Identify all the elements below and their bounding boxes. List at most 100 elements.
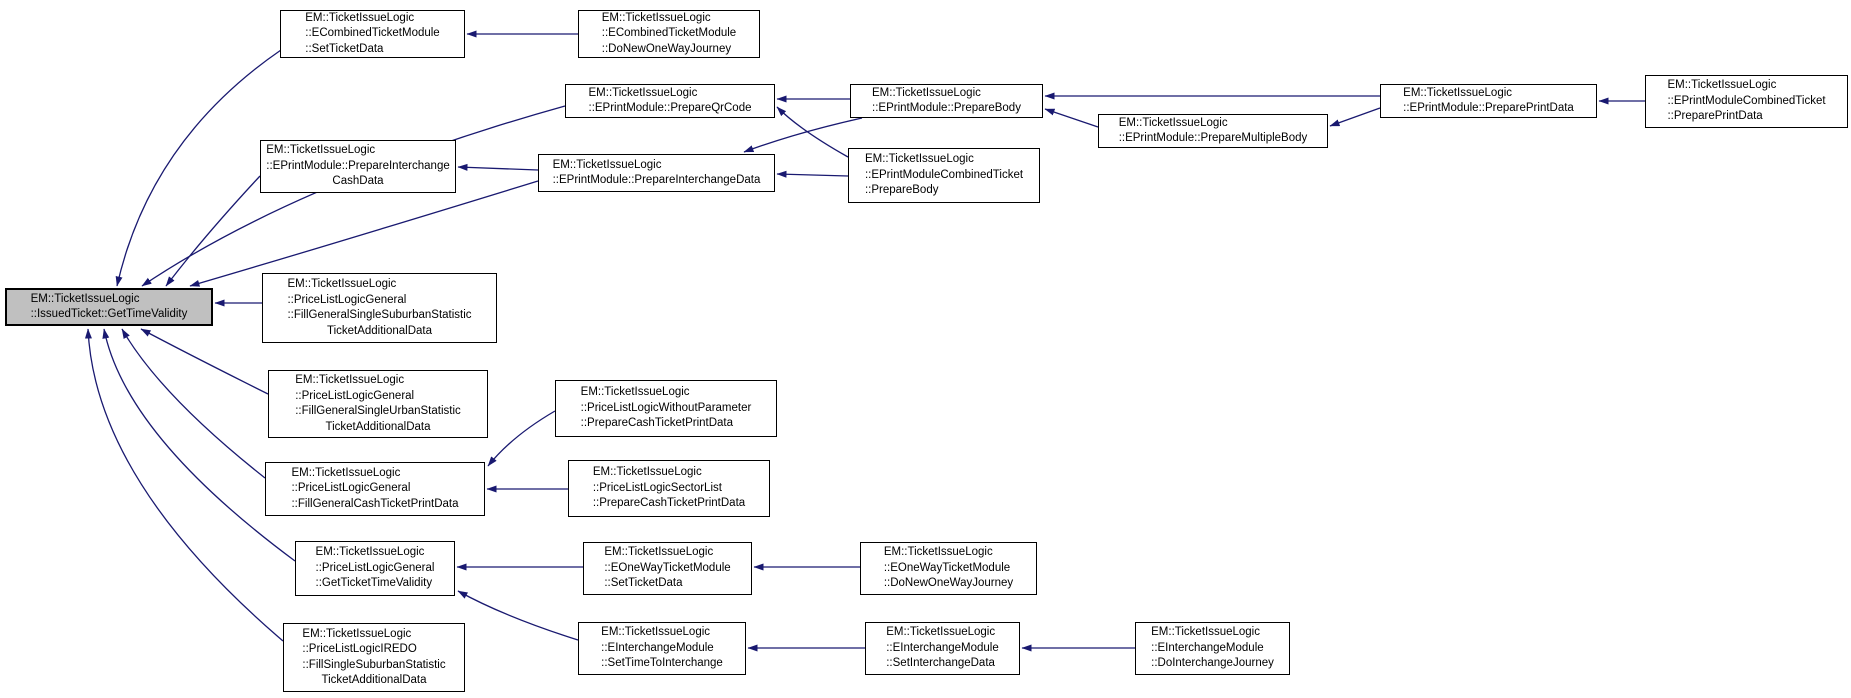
graph-node-eoneway-do-new-one-way-journey[interactable]: EM::TicketIssueLogic::EOneWayTicketModul… xyxy=(860,542,1037,595)
call-edge-eprint-prepare-qr-code--to--issued-ticket-get-time-validity xyxy=(141,105,566,287)
node-label-line: ::PriceListLogicSectorList xyxy=(592,481,722,494)
node-label-line: ::EOneWayTicketModule xyxy=(883,561,1011,574)
node-label-line: EM::TicketIssueLogic xyxy=(592,466,702,479)
node-label-line: ::EPrintModule::PrepareMultipleBody xyxy=(1118,132,1308,144)
graph-node-iredo-fill-single-suburban-statistic[interactable]: EM::TicketIssueLogic::PriceListLogicIRED… xyxy=(283,623,465,692)
call-edge-eprint-prepare-multiple-body--to--eprint-prepare-body xyxy=(1044,108,1099,128)
node-label-line: TicketAdditionalData xyxy=(326,324,433,337)
node-label-line: ::PriceListLogicGeneral xyxy=(287,293,407,306)
node-label: EM::TicketIssueLogic::PriceListLogicIRED… xyxy=(302,627,445,689)
node-label: EM::TicketIssueLogic::EInterchangeModule… xyxy=(1151,625,1274,672)
node-label-line: EM::TicketIssueLogic xyxy=(604,546,714,559)
node-label: EM::TicketIssueLogic::EPrintModuleCombin… xyxy=(1667,78,1825,125)
node-label-line: ::PriceListLogicGeneral xyxy=(315,561,435,574)
node-label: EM::TicketIssueLogic::EPrintModuleCombin… xyxy=(865,152,1023,199)
node-label-line: EM::TicketIssueLogic xyxy=(1403,86,1513,99)
graph-node-eprint-prepare-interchange-cash-data[interactable]: EM::TicketIssueLogic::EPrintModule::Prep… xyxy=(260,140,456,193)
node-label: EM::TicketIssueLogic::PriceListLogicSect… xyxy=(593,465,745,512)
node-label-line: ::PriceListLogicGeneral xyxy=(295,389,415,402)
graph-node-sector-list-prepare-cash-ticket-print-data[interactable]: EM::TicketIssueLogic::PriceListLogicSect… xyxy=(568,460,770,517)
graph-node-ecombined-set-ticket-data[interactable]: EM::TicketIssueLogic::ECombinedTicketMod… xyxy=(280,10,465,58)
graph-node-eprint-combined-prepare-body[interactable]: EM::TicketIssueLogic::EPrintModuleCombin… xyxy=(848,148,1040,203)
graph-node-eoneway-set-ticket-data[interactable]: EM::TicketIssueLogic::EOneWayTicketModul… xyxy=(583,542,752,595)
node-label-line: EM::TicketIssueLogic xyxy=(302,627,412,640)
node-label-line: EM::TicketIssueLogic xyxy=(552,158,662,171)
node-label: EM::TicketIssueLogic::PriceListLogicGene… xyxy=(287,277,471,339)
node-label: EM::TicketIssueLogic::PriceListLogicGene… xyxy=(291,466,458,513)
graph-node-eprint-prepare-print-data[interactable]: EM::TicketIssueLogic::EPrintModule::Prep… xyxy=(1380,84,1597,118)
node-label-line: ::PrepareCashTicketPrintData xyxy=(592,497,746,510)
node-label-line: EM::TicketIssueLogic xyxy=(305,11,415,24)
call-edge-general-get-ticket-time-validity--to--issued-ticket-get-time-validity xyxy=(102,328,296,562)
call-edge-einterchange-set-time-to-interchange--to--general-get-ticket-time-validity xyxy=(457,590,579,641)
graph-node-einterchange-do-interchange-journey[interactable]: EM::TicketIssueLogic::EInterchangeModule… xyxy=(1135,622,1290,675)
node-label-line: EM::TicketIssueLogic xyxy=(886,626,996,639)
call-edge-fill-general-cash-ticket-print-data--to--issued-ticket-get-time-validity xyxy=(121,328,266,479)
node-label-line: EM::TicketIssueLogic xyxy=(601,626,711,639)
node-label: EM::TicketIssueLogic::EInterchangeModule… xyxy=(601,625,723,672)
node-label-line: EM::TicketIssueLogic xyxy=(883,546,993,559)
node-label-line: ::EPrintModule::PrepareQrCode xyxy=(588,102,752,114)
call-edge-eprint-prepare-body--to--eprint-prepare-interchange-data xyxy=(743,117,863,153)
graph-node-eprint-combined-prepare-print-data[interactable]: EM::TicketIssueLogic::EPrintModuleCombin… xyxy=(1645,75,1848,128)
node-label-line: TicketAdditionalData xyxy=(321,674,427,686)
node-label-line: ::EOneWayTicketModule xyxy=(604,561,731,574)
graph-node-eprint-prepare-body[interactable]: EM::TicketIssueLogic::EPrintModule::Prep… xyxy=(850,84,1043,118)
node-label-line: EM::TicketIssueLogic xyxy=(864,153,974,166)
node-label: EM::TicketIssueLogic::PriceListLogicGene… xyxy=(295,373,461,435)
node-label: EM::TicketIssueLogic::ECombinedTicketMod… xyxy=(305,11,439,58)
node-label-line: ::IssuedTicket::GetTimeValidity xyxy=(30,308,188,320)
call-edge-eprint-combined-prepare-body--to--eprint-prepare-qr-code xyxy=(776,106,849,158)
node-label-line: CashData xyxy=(332,175,384,188)
node-label-line: EM::TicketIssueLogic xyxy=(295,374,405,386)
node-label: EM::TicketIssueLogic::EPrintModule::Prep… xyxy=(872,86,1021,117)
graph-node-eprint-prepare-multiple-body[interactable]: EM::TicketIssueLogic::EPrintModule::Prep… xyxy=(1098,114,1328,148)
call-edge-eprint-prepare-interchange-cash-data--to--issued-ticket-get-time-validity xyxy=(165,175,261,287)
node-label-line: ::EPrintModule::PrepareInterchange xyxy=(266,159,450,172)
call-edge-eprint-combined-prepare-body--to--eprint-prepare-interchange-data xyxy=(776,170,849,178)
call-edge-eprint-prepare-interchange-data--to--issued-ticket-get-time-validity xyxy=(189,180,539,287)
graph-node-einterchange-set-interchange-data[interactable]: EM::TicketIssueLogic::EInterchangeModule… xyxy=(865,622,1020,675)
node-label-line: ::FillGeneralCashTicketPrintData xyxy=(291,497,459,510)
node-label-line: EM::TicketIssueLogic xyxy=(1151,626,1260,639)
node-label: EM::TicketIssueLogic::EPrintModule::Prep… xyxy=(266,143,449,190)
graph-node-without-parameter-prepare-cash-ticket-print-data[interactable]: EM::TicketIssueLogic::PriceListLogicWith… xyxy=(555,380,777,437)
node-label-line: ::EPrintModule::PrepareBody xyxy=(872,102,1021,114)
node-label-line: ::PriceListLogicWithoutParameter xyxy=(580,401,752,414)
node-label-line: EM::TicketIssueLogic xyxy=(588,86,698,99)
node-label-line: EM::TicketIssueLogic xyxy=(315,546,425,559)
graph-node-fill-general-single-suburban-statistic[interactable]: EM::TicketIssueLogic::PriceListLogicGene… xyxy=(262,273,497,343)
graph-node-fill-general-cash-ticket-print-data[interactable]: EM::TicketIssueLogic::PriceListLogicGene… xyxy=(265,462,485,516)
node-label: EM::TicketIssueLogic::EOneWayTicketModul… xyxy=(884,545,1013,592)
graph-node-fill-general-single-urban-statistic[interactable]: EM::TicketIssueLogic::PriceListLogicGene… xyxy=(268,370,488,438)
node-label-line: TicketAdditionalData xyxy=(325,420,431,433)
node-label-line: ::PreparePrintData xyxy=(1667,110,1763,123)
node-label-line: EM::TicketIssueLogic xyxy=(1118,116,1228,129)
graph-node-einterchange-set-time-to-interchange[interactable]: EM::TicketIssueLogic::EInterchangeModule… xyxy=(578,622,746,675)
node-label: EM::TicketIssueLogic::EPrintModule::Prep… xyxy=(1403,86,1574,117)
graph-node-eprint-prepare-interchange-data[interactable]: EM::TicketIssueLogic::EPrintModule::Prep… xyxy=(538,154,775,192)
node-label-line: EM::TicketIssueLogic xyxy=(580,386,690,399)
node-label: EM::TicketIssueLogic::EPrintModule::Prep… xyxy=(1119,116,1308,147)
call-edge-eprint-prepare-interchange-data--to--eprint-prepare-interchange-cash-data xyxy=(457,163,539,171)
graph-node-general-get-ticket-time-validity[interactable]: EM::TicketIssueLogic::PriceListLogicGene… xyxy=(295,541,455,596)
node-label-line: ::FillGeneralSingleSuburbanStatistic xyxy=(287,309,472,321)
graph-node-eprint-prepare-qr-code[interactable]: EM::TicketIssueLogic::EPrintModule::Prep… xyxy=(565,84,775,118)
node-label-line: ::ECombinedTicketModule xyxy=(305,27,440,40)
graph-node-issued-ticket-get-time-validity[interactable]: EM::TicketIssueLogic::IssuedTicket::GetT… xyxy=(5,288,213,326)
node-label: EM::TicketIssueLogic::PriceListLogicGene… xyxy=(316,545,435,592)
call-edge-fill-general-single-urban-statistic--to--issued-ticket-get-time-validity xyxy=(140,328,269,395)
node-label: EM::TicketIssueLogic::PriceListLogicWith… xyxy=(581,385,752,432)
node-label-line: ::SetInterchangeData xyxy=(886,657,995,670)
node-label-line: ::SetTicketData xyxy=(604,577,683,590)
node-label-line: EM::TicketIssueLogic xyxy=(872,86,981,99)
node-label-line: ::EPrintModule::PreparePrintData xyxy=(1403,102,1574,114)
node-label-line: ::EPrintModuleCombinedTicket xyxy=(864,168,1024,181)
node-label-line: ::SetTicketData xyxy=(305,42,384,55)
node-label-line: ::FillSingleSuburbanStatistic xyxy=(302,658,446,671)
node-label: EM::TicketIssueLogic::EPrintModule::Prep… xyxy=(589,86,752,117)
graph-node-ecombined-do-new-one-way-journey[interactable]: EM::TicketIssueLogic::ECombinedTicketMod… xyxy=(578,10,760,58)
node-label: EM::TicketIssueLogic::IssuedTicket::GetT… xyxy=(31,292,188,323)
